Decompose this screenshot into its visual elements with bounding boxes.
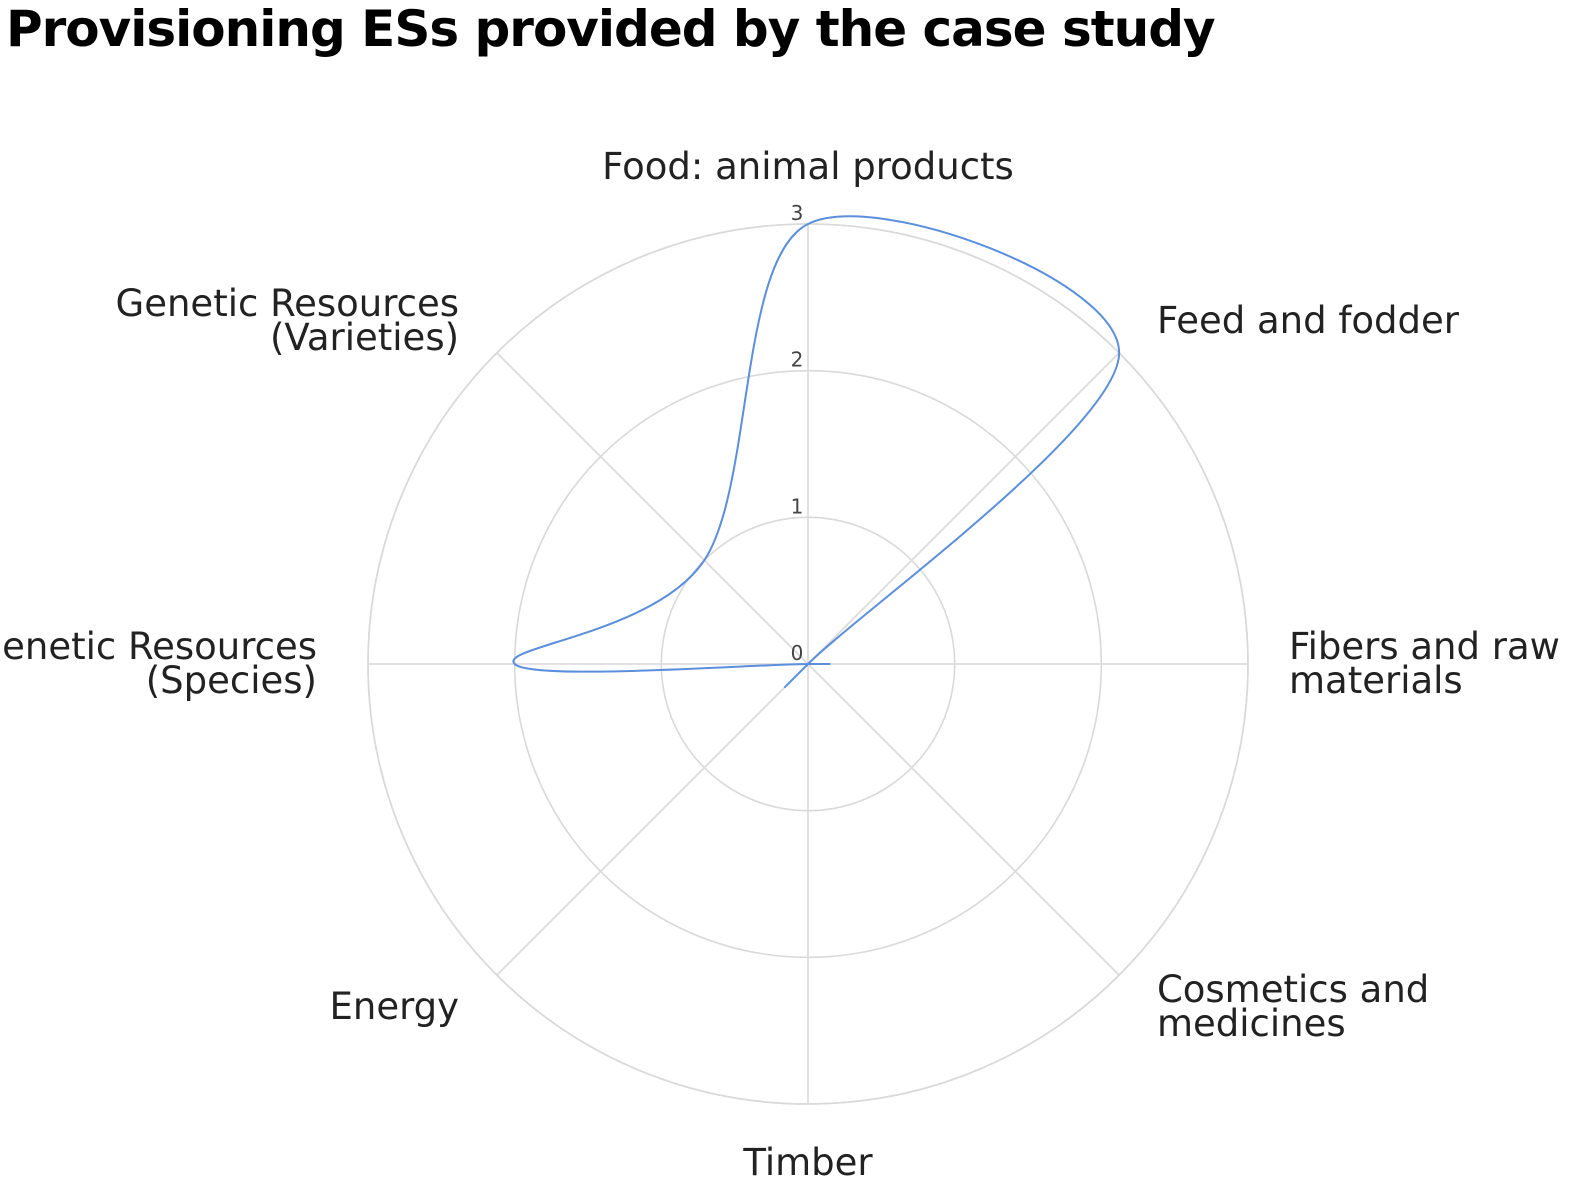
axis-label-line: (Species) — [146, 659, 317, 702]
axis-label-line: medicines — [1157, 1002, 1346, 1045]
tick-label: 3 — [791, 201, 804, 225]
spoke-7 — [496, 352, 809, 665]
axis-label-1: Feed and fodder — [1157, 299, 1460, 342]
spoke-1 — [807, 352, 1120, 665]
axis-label-5: Energy — [330, 985, 460, 1028]
tick-label: 1 — [791, 494, 804, 518]
axis-label-0: Food: animal products — [602, 145, 1014, 188]
chart-title: Provisioning ESs provided by the case st… — [6, 0, 1216, 58]
axis-label-4: Timber — [742, 1141, 873, 1184]
axis-label-6: Genetic Resources(Species) — [0, 625, 317, 702]
radial-tick-labels: 0 1 2 3 — [791, 201, 804, 665]
axis-label-line: Cosmetics and — [1157, 968, 1429, 1011]
axis-label-line: (Varieties) — [270, 316, 459, 359]
spoke-3 — [807, 663, 1120, 976]
axis-label-line: Timber — [742, 1141, 873, 1184]
axis-label-line: Food: animal products — [602, 145, 1014, 188]
axis-label-line: Feed and fodder — [1157, 299, 1460, 342]
tick-label: 0 — [791, 641, 804, 665]
axis-label-line: Fibers and raw — [1289, 625, 1560, 668]
spoke-5 — [496, 663, 809, 976]
axis-label-line: materials — [1289, 659, 1463, 702]
series-layer — [512, 215, 1121, 688]
axis-label-7: Genetic Resources(Varieties) — [116, 282, 460, 359]
tick-label: 2 — [791, 348, 804, 372]
series-line-0 — [512, 215, 1121, 688]
axis-label-line: Genetic Resources — [116, 282, 460, 325]
axis-label-line: Energy — [330, 985, 460, 1028]
axis-label-line: Genetic Resources — [0, 625, 317, 668]
